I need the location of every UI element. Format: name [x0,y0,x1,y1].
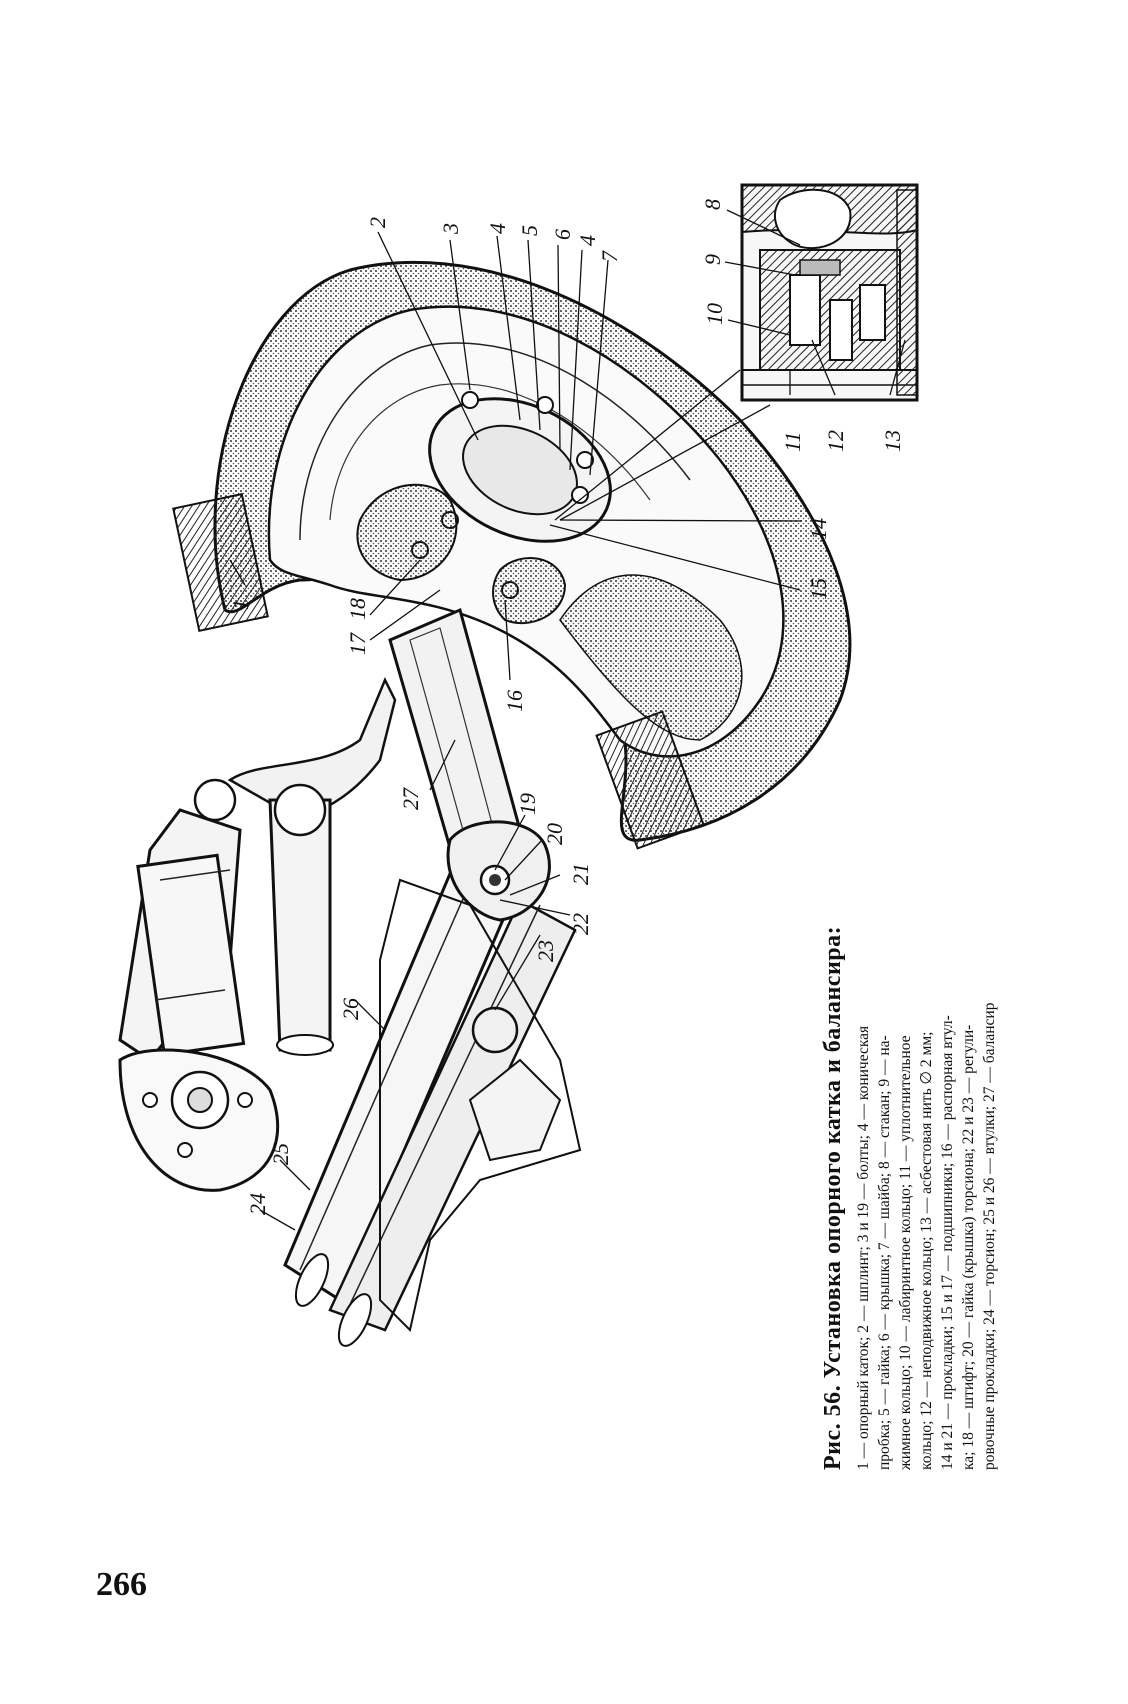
caption-line: пробка; 5 — гайка; 6 — крышка; 7 — шайба… [876,1035,893,1470]
callout-20: 20 [542,823,567,845]
callout-13: 13 [880,430,905,452]
callout-12: 12 [823,430,848,452]
caption-line: кольцо; 12 — неподвижное кольцо; 13 — ас… [918,1031,935,1470]
figure-caption: Рис. 56. Установка опорного катка и бала… [820,820,1000,1470]
callout-11: 11 [780,432,805,452]
callout-6: 6 [550,229,575,240]
callout-19: 19 [515,793,540,815]
caption-body: 1 — опорный каток; 2 — шплинт; 3 и 19 — … [853,820,1000,1470]
caption-line: 1 — опорный каток; 2 — шплинт; 3 и 19 — … [855,1025,872,1470]
callout-4b: 4 [575,235,600,246]
callout-14: 14 [806,518,831,540]
callout-10: 10 [702,303,727,325]
callout-26: 26 [338,998,363,1020]
callout-18: 18 [345,598,370,620]
callout-5: 5 [517,225,542,236]
callout-7: 7 [597,250,622,262]
callout-22: 22 [568,913,593,935]
callout-25: 25 [268,1143,293,1165]
callout-labels: 1 2 3 4 5 6 4 7 8 9 10 11 12 13 14 15 16… [228,199,905,1215]
support-bracket [379,878,582,1332]
leader-lines [229,209,906,1231]
balancer-bracket [227,676,397,1056]
callout-3: 3 [438,223,463,235]
callout-1: 1 [228,599,253,610]
callout-2: 2 [365,217,390,228]
callout-9: 9 [700,254,725,265]
caption-title: Рис. 56. Установка опорного катка и бала… [820,925,846,1470]
callout-17: 17 [345,632,370,655]
page-number: 266 [96,1566,147,1603]
callout-8: 8 [700,199,725,210]
caption-line: ка; 18 — штифт; 20 — гайка (крышка) торс… [960,1024,977,1470]
callout-21: 21 [568,863,593,885]
torsion-bar [283,847,577,1347]
caption-line: жимное кольцо; 10 — лабиринтное кольцо; … [897,1035,914,1470]
seal-section-inset [740,183,919,402]
callout-15: 15 [806,578,831,600]
caption-line: 14 и 21 — прокладки; 15 и 17 — подшипник… [939,1015,956,1470]
callout-4a: 4 [485,223,510,234]
callout-24: 24 [245,1193,270,1215]
torsion-head [446,820,551,1054]
callout-23: 23 [533,940,558,962]
callout-27: 27 [398,787,423,810]
shock-absorber [118,778,280,1192]
callout-16: 16 [502,690,527,712]
caption-line: ровочные прокладки; 24 — торсион; 25 и 2… [981,1002,998,1470]
